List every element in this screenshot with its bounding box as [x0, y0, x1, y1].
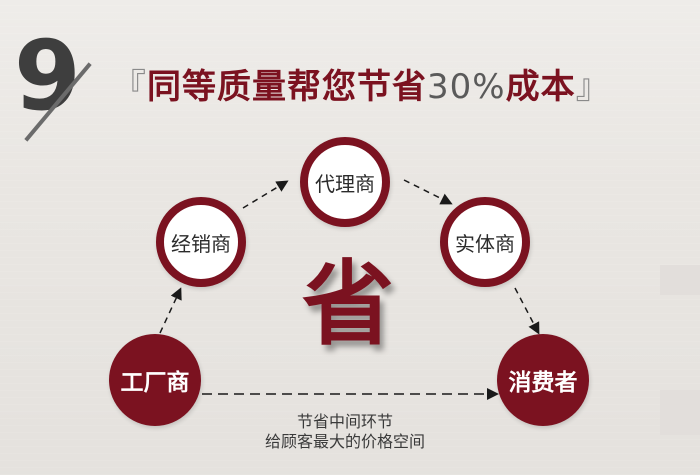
decorative-panel-bottom: [660, 390, 700, 435]
save-character: 省: [301, 251, 394, 358]
title-tail-text: 成本: [505, 67, 576, 107]
title-close-bracket: 』: [575, 67, 611, 107]
title-main-text: 同等质量帮您节省: [147, 67, 427, 107]
arrow-distributor-to-agent: [242, 180, 289, 209]
title-open-bracket: 『: [112, 67, 147, 107]
node-retailer-label: 实体商: [455, 231, 515, 256]
arrow-factory-to-distributor: [159, 287, 182, 334]
node-agent: 代理商: [300, 137, 390, 227]
page-title: 『同等质量帮您节省30%成本』: [112, 62, 611, 112]
node-consumer-label: 消费者: [508, 370, 578, 396]
section-number: 9: [14, 20, 81, 132]
node-agent-label: 代理商: [315, 171, 375, 196]
caption-line-1: 节省中间环节: [296, 412, 393, 431]
caption-line-2: 给顾客最大的价格空间: [264, 432, 425, 451]
caption: 节省中间环节 给顾客最大的价格空间: [200, 412, 490, 452]
title-percent: 30%: [427, 67, 506, 107]
decorative-panel-top: [660, 265, 700, 295]
node-factory-label: 工厂商: [120, 370, 190, 396]
arrow-agent-to-retailer: [403, 179, 453, 205]
arrow-retailer-to-consumer: [514, 287, 540, 335]
node-factory: 工厂商: [109, 334, 201, 426]
node-retailer: 实体商: [440, 197, 530, 287]
node-distributor: 经销商: [156, 197, 246, 287]
node-distributor-label: 经销商: [171, 231, 231, 256]
node-consumer: 消费者: [497, 334, 589, 426]
